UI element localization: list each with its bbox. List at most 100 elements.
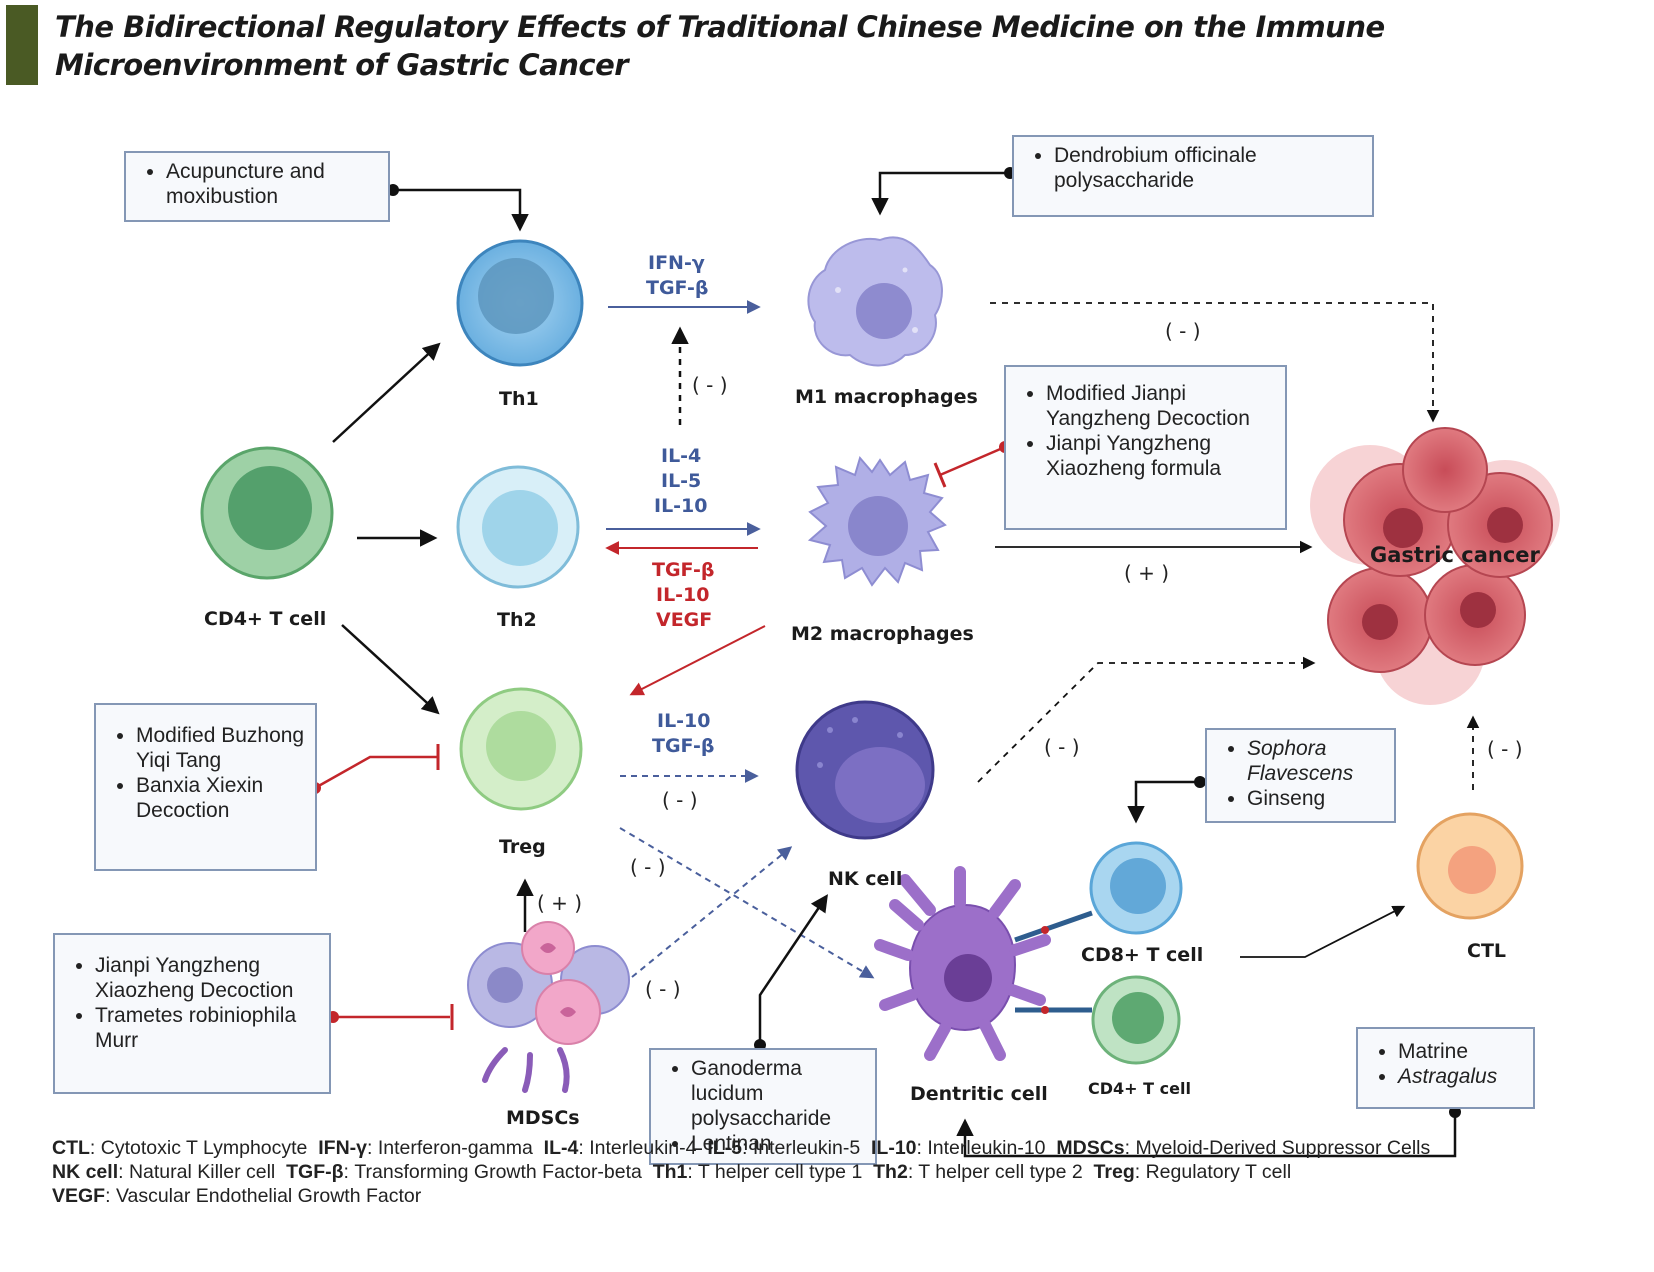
sign-ctl-gastric: ( - ) [1487,737,1523,761]
legend-entry: Th2: T helper cell type 2 [873,1161,1083,1183]
buzhong-inhibits-treg-connector [314,755,438,790]
th2-cell-icon [456,465,580,589]
nk-cell-icon [795,700,935,840]
treg-to-dc-arrow [619,827,875,979]
box-buzhong-item-2: Banxia Xiexin Decoction [136,773,305,823]
box-buzhong: Modified Buzhong Yiqi Tang Banxia Xiexin… [94,703,317,871]
box-ganoderma-item-1: Ganoderma lucidum polysaccharide [691,1056,865,1131]
legend-entry: TGF-β: Transforming Growth Factor-beta [286,1161,642,1183]
cytokine-il10-th2: IL-10 [654,495,708,517]
legend-entry: NK cell: Natural Killer cell [52,1161,276,1183]
cd8-to-ctl-arrow [1240,905,1406,958]
box-sophora-item-1: Sophora Flavescens [1247,736,1384,786]
ctl-cell-icon [1416,812,1524,920]
box-sophora-item-2: Ginseng [1247,786,1384,811]
box-ganoderma: Ganoderma lucidum polysaccharide Lentina… [649,1048,877,1165]
sophora-to-cd8-connector [1127,780,1200,824]
diagram-title: The Bidirectional Regulatory Effects of … [55,10,1385,82]
th2-label: Th2 [497,609,537,631]
cd4-label: CD4+ T cell [204,608,327,630]
matrine-to-dc-connector [956,1112,1457,1158]
box-acupuncture: Acupuncture and moxibustion [124,151,390,222]
m2-macrophage-icon [807,455,947,587]
nk-label: NK cell [828,868,903,890]
box-dendrobium-item: Dendrobium officinale polysaccharide [1054,143,1362,193]
legend-entry: CTL: Cytotoxic T Lymphocyte [52,1137,308,1159]
cd4-cell-icon [200,446,334,580]
cytokine-tgf-beta-m2: TGF-β [652,559,715,581]
m1-label: M1 macrophages [795,386,978,408]
dc-tcr-links-icon [1014,910,1093,1014]
legend-entry: Th1: T helper cell type 1 [652,1161,863,1183]
nk-to-gastric-arrow [977,656,1316,783]
th1-cell-icon [456,239,584,367]
legend-entry: IFN-γ: Interferon-gamma [318,1137,533,1159]
matrine-connector-dot [1449,1106,1461,1118]
box-jianpi-m2-item-1: Modified Jianpi Yangzheng Decoction [1046,381,1275,431]
sign-m2-gastric: ( + ) [1124,561,1170,585]
cd4-small-cell-icon [1091,975,1181,1065]
cytokine-il10-treg: IL-10 [657,710,711,732]
legend-entry: Treg: Regulatory T cell [1093,1161,1292,1183]
cytokine-tgf-beta-treg: TGF-β [652,735,715,757]
ctl-label: CTL [1467,940,1507,962]
sophora-connector-dot [1194,776,1206,788]
box-matrine-item-2: Astragalus [1398,1064,1523,1089]
sign-mdsc-treg: ( + ) [537,891,583,915]
ganoderma-to-nk-connector [758,894,828,1045]
treg-cell-icon [459,687,583,811]
acupuncture-connector-dot [387,184,399,196]
dendrobium-to-m1-connector [871,171,1010,216]
box-acupuncture-item: Acupuncture and moxibustion [166,159,378,209]
gastric-cancer-label: Gastric cancer [1370,543,1540,567]
jianpi-m2-tbar [933,462,947,488]
m2-label: M2 macrophages [791,623,974,645]
dc-label: Dentritic cell [910,1083,1048,1105]
gastric-cancer-icon [1310,427,1560,705]
title-accent-bar [6,5,38,85]
box-jianpi-mdsc-item-1: Jianpi Yangzheng Xiaozheng Decoction [95,953,319,1003]
m1-macrophage-icon [807,236,943,367]
cd8-cell-icon [1089,841,1183,935]
box-buzhong-item-1: Modified Buzhong Yiqi Tang [136,723,305,773]
box-matrine-item-1: Matrine [1398,1039,1523,1064]
m1-to-gastric-arrow [990,302,1440,423]
sign-nk-gastric: ( - ) [1044,735,1080,759]
cd8-label: CD8+ T cell [1081,944,1204,966]
box-jianpi-mdsc: Jianpi Yangzheng Xiaozheng Decoction Tra… [53,933,331,1094]
jianpi-inhibits-m2-connector [939,445,1006,477]
cytokine-il4: IL-4 [661,445,702,467]
cd4-to-treg-arrow [341,624,440,715]
abbreviation-legend: CTL: Cytotoxic T Lymphocyte IFN-γ: Inter… [52,1136,1642,1208]
box-jianpi-m2: Modified Jianpi Yangzheng Decoction Jian… [1004,365,1287,530]
acupuncture-to-th1-connector [393,188,529,232]
th1-label: Th1 [499,388,539,410]
mdsc-to-nk-arrow [631,846,793,978]
legend-entry: IL-5: Interleukin-5 [707,1137,861,1159]
box-dendrobium: Dendrobium officinale polysaccharide [1012,135,1374,217]
sign-treg-nk: ( - ) [662,788,698,812]
box-matrine: Matrine Astragalus [1356,1027,1535,1109]
m2-to-treg-arrow [629,625,766,696]
cytokine-il5: IL-5 [661,470,702,492]
legend-entry: MDSCs: Myeloid-Derived Suppressor Cells [1056,1137,1431,1159]
cytokine-tgf-beta-th1: TGF-β [646,277,709,299]
sign-treg-dc: ( - ) [630,855,666,879]
legend-entry: VEGF: Vascular Endothelial Growth Factor [52,1185,422,1207]
box-jianpi-mdsc-item-2: Trametes robiniophila Murr [95,1003,319,1053]
legend-entry: IL-4: Interleukin-4 [543,1137,697,1159]
mdsc-cluster-icon [467,921,630,1093]
mdsc-label: MDSCs [506,1107,580,1129]
cd4-small-label: CD4+ T cell [1088,1079,1191,1098]
dendritic-cell-icon [874,866,1051,1061]
legend-entry: IL-10: Interleukin-10 [871,1137,1046,1159]
sign-mdsc-nk: ( - ) [645,977,681,1001]
cytokine-vegf: VEGF [656,609,713,631]
sign-m1-gastric: ( - ) [1165,319,1201,343]
cd4-to-th1-arrow [332,342,441,443]
box-ganoderma-item-2: Lentinan [691,1131,865,1156]
cytokine-il10-m2: IL-10 [656,584,710,606]
treg-label: Treg [499,836,546,858]
sign-th2-th1: ( - ) [692,373,728,397]
